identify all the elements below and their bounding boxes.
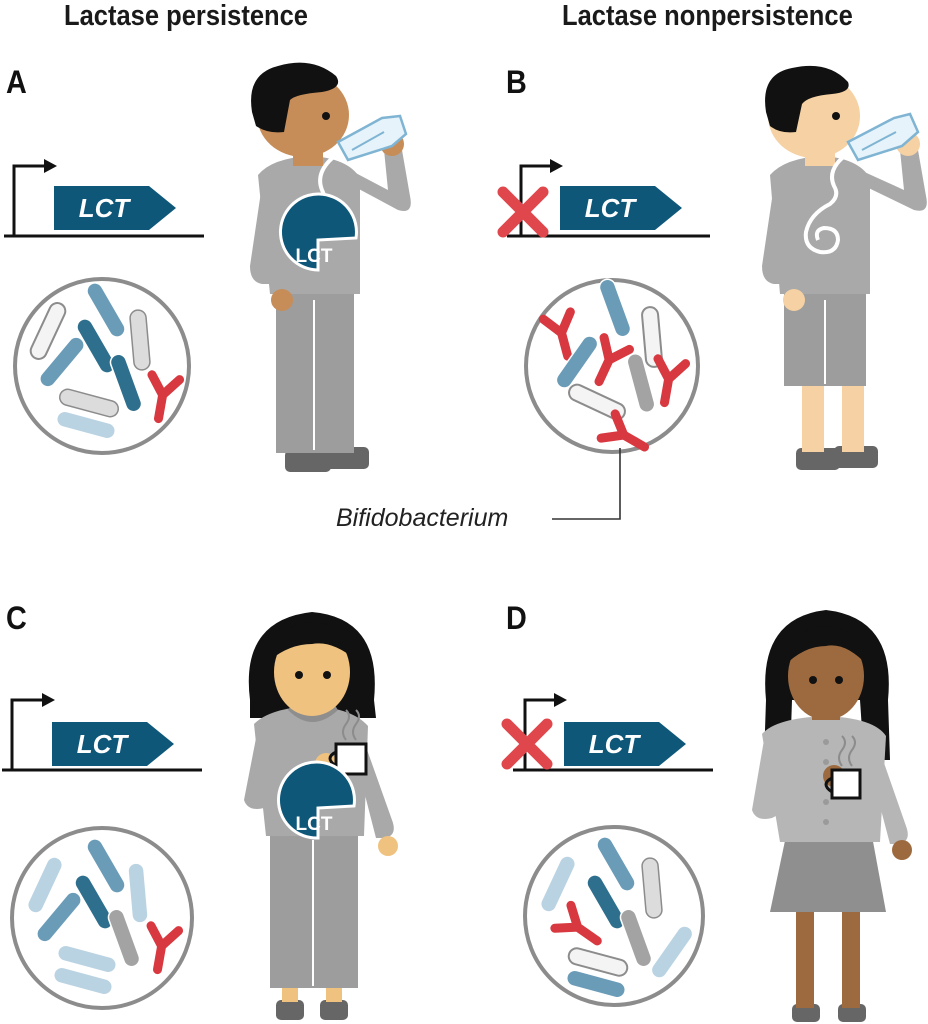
bifidobacterium-callout-line: [552, 448, 621, 520]
milk-bottle-icon: [336, 114, 408, 162]
panel-a-gene: [4, 159, 204, 238]
inactive-x-icon: [497, 186, 549, 238]
heading-lactase-nonpersistence: Lactase nonpersistence: [562, 0, 853, 32]
panel-b-gene-label: LCT: [585, 193, 638, 223]
panel-a-gene-label: LCT: [79, 193, 132, 223]
panel-b-microbiome: [524, 276, 700, 459]
panel-d-gene: [501, 693, 713, 772]
panel-b-gene: [497, 159, 710, 238]
milk-bottle-icon: [846, 112, 920, 162]
heading-lactase-persistence: Lactase persistence: [64, 0, 309, 32]
panel-a-enzyme-label: LCT: [296, 246, 333, 267]
coffee-mug-icon: [824, 735, 862, 800]
lct-enzyme-icon: [279, 192, 358, 272]
panel-b-letter: B: [506, 64, 527, 100]
promoter-arrow-icon: [10, 693, 55, 770]
panel-c-letter: C: [6, 600, 27, 636]
panel-a-letter: A: [6, 64, 27, 100]
panel-d-microbiome: [523, 825, 705, 1007]
panel-c-person: [244, 612, 398, 1020]
panel-c-gene-label: LCT: [77, 729, 130, 759]
lct-enzyme-icon: [276, 760, 356, 840]
promoter-arrow-icon: [12, 159, 57, 236]
panel-c-microbiome: [10, 826, 194, 1010]
panel-d-gene-label: LCT: [589, 729, 642, 759]
panel-a-microbiome: [13, 277, 191, 455]
panel-c-enzyme-label: LCT: [296, 814, 333, 835]
panel-a-person: [250, 62, 411, 472]
panel-d-letter: D: [506, 600, 527, 636]
inactive-x-icon: [501, 718, 553, 770]
bifidobacterium-label: Bifidobacterium: [336, 504, 509, 532]
panel-b-person: [762, 65, 927, 470]
panel-d-person: [752, 610, 912, 1022]
panel-c-gene: [2, 693, 202, 772]
